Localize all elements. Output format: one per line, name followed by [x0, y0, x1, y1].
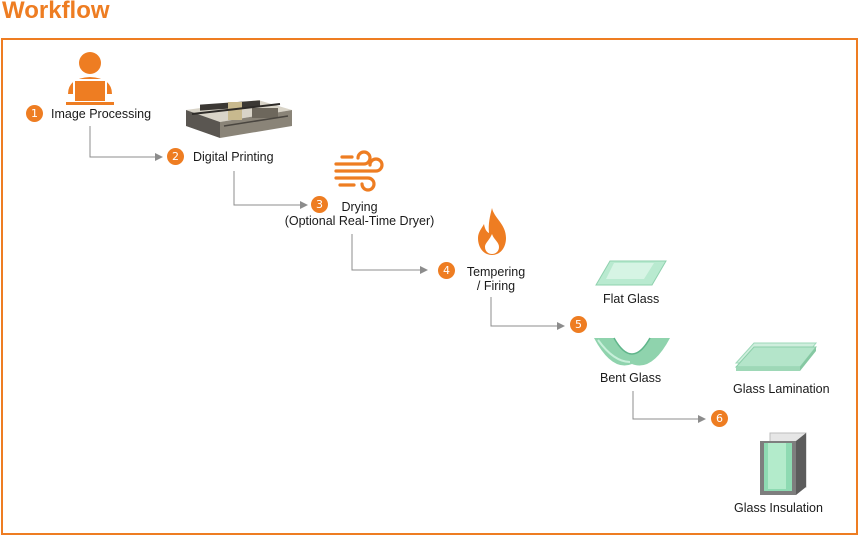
step-6-badge: 6 [711, 410, 728, 427]
insulated-glass-icon [760, 432, 807, 495]
step-4-label: Tempering / Firing [460, 265, 532, 293]
step-3-badge: 3 [311, 196, 328, 213]
connector-2-3 [233, 171, 308, 209]
connector-5-6 [632, 391, 706, 423]
bent-glass-label: Bent Glass [600, 371, 662, 385]
printer-icon [186, 100, 292, 138]
step-2-badge: 2 [167, 148, 184, 165]
flat-glass-icon [595, 260, 667, 286]
wind-icon [334, 150, 384, 192]
step-4-badge: 4 [438, 262, 455, 279]
step-3-label-line1: Drying [341, 200, 378, 214]
step-4-label-line1: Tempering [466, 265, 526, 279]
step-4-label-line2: / Firing [476, 279, 516, 293]
step-3-label-line2: (Optional Real-Time Dryer) [284, 214, 435, 228]
flat-glass-label: Flat Glass [603, 292, 660, 306]
step-2-label: Digital Printing [193, 150, 274, 164]
step-1-label: Image Processing [51, 107, 152, 121]
step-5-badge: 5 [570, 316, 587, 333]
step-1-badge: 1 [26, 105, 43, 122]
connector-1-2 [89, 126, 163, 161]
glass-lamination-label: Glass Lamination [733, 382, 830, 396]
person-icon [66, 52, 114, 105]
workflow-frame [1, 38, 858, 535]
laminated-glass-icon [734, 342, 818, 371]
connector-4-5 [490, 297, 565, 330]
flame-icon [478, 208, 506, 255]
bent-glass-icon [594, 337, 670, 366]
step-3-label: Drying (Optional Real-Time Dryer) [282, 200, 437, 228]
connector-3-4 [351, 234, 428, 274]
page-title: Workflow [2, 0, 110, 24]
glass-insulation-label: Glass Insulation [734, 501, 823, 515]
